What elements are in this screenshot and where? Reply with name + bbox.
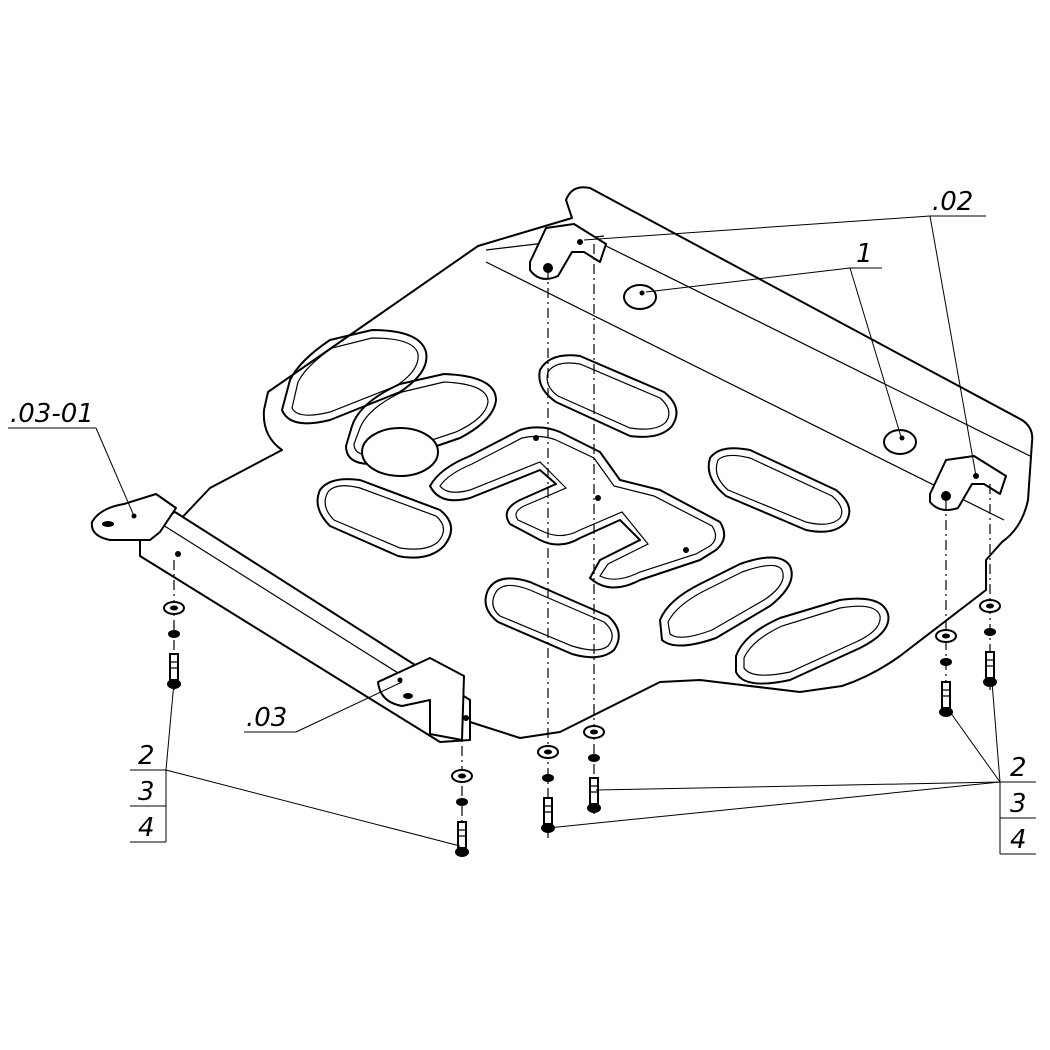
fastener-set — [935, 629, 957, 717]
bolt-shank — [543, 797, 553, 825]
spring-washer — [168, 630, 180, 638]
fastener-set — [537, 745, 559, 833]
washer-hole — [544, 749, 552, 755]
bolt-shank — [985, 651, 995, 679]
bolt-thread — [942, 689, 950, 697]
cross-member-03 — [90, 493, 471, 743]
label-left-4: 4 — [138, 813, 155, 843]
label-right-4: 4 — [1010, 825, 1027, 855]
bolt-shank — [589, 777, 599, 805]
bracket-hole — [577, 239, 583, 245]
slot-inner — [667, 564, 784, 638]
spring-washer — [940, 658, 952, 666]
bolt-shank — [169, 653, 179, 681]
washer-hole — [170, 605, 178, 611]
bolt-head — [587, 803, 601, 813]
bolt-thread — [544, 805, 552, 813]
bolt-thread — [590, 785, 598, 793]
bolt-thread — [458, 829, 466, 837]
bolt-thread — [170, 661, 178, 669]
washer-hole — [942, 633, 950, 639]
label-left-2: 2 — [138, 741, 155, 771]
slot-inner — [546, 362, 670, 430]
slot — [316, 478, 452, 559]
fastener-set — [163, 601, 185, 689]
plug-lower — [883, 429, 917, 455]
bolt-head — [983, 677, 997, 687]
spring-washer — [588, 754, 600, 762]
fastener-set — [979, 599, 1001, 687]
spring-washer — [456, 798, 468, 806]
slot-inner — [715, 454, 843, 525]
bolt-head — [939, 707, 953, 717]
fastener-set — [583, 725, 605, 813]
bracket-slot-hole — [403, 693, 413, 699]
bolt-shank — [941, 681, 951, 709]
washer-hole — [458, 773, 466, 779]
slot — [707, 447, 851, 533]
washer-hole — [986, 603, 994, 609]
plug-center — [639, 290, 645, 296]
small-hole — [533, 435, 539, 441]
bracket-hole — [463, 715, 469, 721]
label-part-03: .03 — [246, 703, 287, 733]
callout-labels: .02 1 .03-01 .03 2 3 4 2 3 4 — [10, 187, 1027, 855]
bend-line-1 — [485, 261, 1005, 521]
small-hole — [683, 547, 689, 553]
small-hole — [595, 495, 601, 501]
spring-washer — [984, 628, 996, 636]
stamped-slots — [281, 329, 890, 685]
slot-inner — [324, 485, 445, 550]
washer-hole — [590, 729, 598, 735]
slot-inner — [492, 584, 613, 651]
skid-plate — [174, 186, 1034, 739]
slot — [659, 556, 793, 647]
leader-lines — [8, 215, 1036, 855]
label-part-03-01: .03-01 — [10, 399, 94, 429]
label-right-3: 3 — [1010, 789, 1027, 819]
center-stamping-inner — [439, 435, 717, 580]
bracket-hole — [397, 677, 403, 683]
slot-inner — [743, 605, 881, 676]
round-hole — [361, 427, 439, 477]
bend-line-2 — [589, 237, 1031, 457]
center-stamping — [429, 426, 726, 589]
slot — [281, 329, 428, 425]
label-left-3: 3 — [138, 777, 155, 807]
plate-outline — [174, 186, 1034, 739]
plug-upper — [623, 284, 657, 310]
fastener-set — [451, 769, 473, 857]
slot — [484, 577, 620, 659]
slot-inner — [291, 337, 419, 416]
bracket-hole — [175, 551, 181, 557]
label-part-1: 1 — [856, 239, 873, 269]
bracket-hole — [941, 491, 951, 501]
bracket-slot-hole — [102, 521, 114, 527]
slot — [735, 597, 890, 685]
fastener-stacks — [163, 599, 1001, 857]
spring-washer — [542, 774, 554, 782]
bolt-thread — [986, 659, 994, 667]
label-right-2: 2 — [1010, 753, 1027, 783]
label-part-02: .02 — [932, 187, 973, 217]
bolt-head — [455, 847, 469, 857]
bolt-shank — [457, 821, 467, 849]
